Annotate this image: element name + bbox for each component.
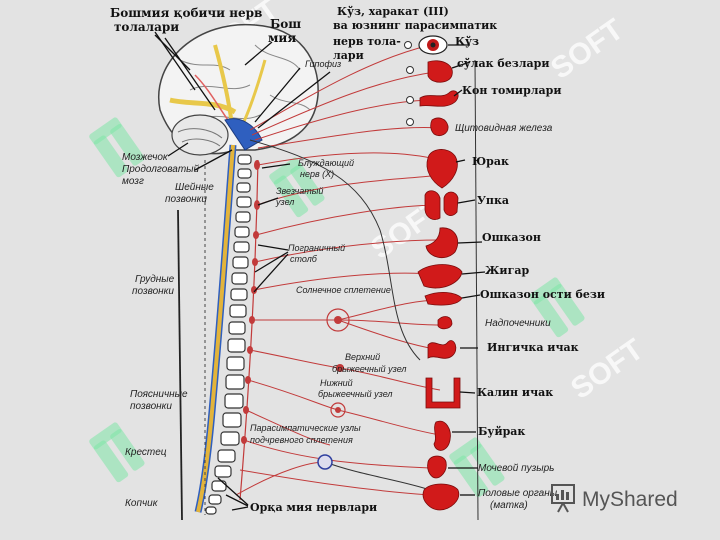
label-spinal-nerves: Орқа мия нервлари xyxy=(250,501,377,514)
kidney-icon xyxy=(433,420,451,451)
label-kidney: Буйрак xyxy=(478,425,525,438)
label-oculomotor-4: лари xyxy=(333,49,364,62)
pelvic-plexus-node xyxy=(317,454,333,470)
pancreas-icon xyxy=(424,292,463,306)
label-cerebellum: Мозжечок xyxy=(122,152,169,163)
stomach-icon xyxy=(425,227,459,259)
label-oculomotor-2: ва юзнинг парасимпатик xyxy=(333,19,497,32)
logo-text: MyShared xyxy=(582,488,678,511)
leader-lines xyxy=(154,31,486,511)
label-sacrum: Крестец xyxy=(125,447,167,458)
label-cervical-2: позвонки xyxy=(165,194,207,205)
large-intestine-icon xyxy=(425,377,461,409)
label-heart: Юрак xyxy=(472,155,509,168)
label-bladder: Мочевой пузырь xyxy=(478,463,554,474)
body-outline xyxy=(177,59,479,521)
watermark-text-2: SOFT xyxy=(545,13,629,86)
label-adrenal: Надпочечники xyxy=(485,318,551,329)
label-oculomotor-3: нерв тола- xyxy=(333,35,401,48)
blood-vessels-icon xyxy=(419,90,459,107)
label-brain-1: Бош xyxy=(270,17,301,31)
label-vessels: Кон томирлари xyxy=(462,84,562,97)
vertebral-column xyxy=(204,154,252,515)
label-vagus-1: Блуждающий xyxy=(298,158,354,168)
label-salivary: сўлак безлари xyxy=(457,57,550,70)
label-lumbar-1: Поясничные xyxy=(130,389,188,400)
label-eye: Кўз xyxy=(455,35,479,48)
label-hypophysis: Гипофиз xyxy=(305,59,341,69)
label-upper-mesenteric-2: брыжеечный узел xyxy=(332,364,407,374)
liver-icon xyxy=(417,264,463,289)
upper-mesenteric-node xyxy=(336,364,344,372)
label-lower-mesenteric-2: брыжеечный узел xyxy=(318,389,393,399)
label-cervical-1: Шейные xyxy=(175,182,214,193)
anatomy-labels: Бошмия қобичи нерв толалари Бош мия Гипо… xyxy=(110,5,497,514)
label-cranial-nerves-1: Бошмия қобичи нерв xyxy=(110,6,262,20)
presentation-icon xyxy=(551,484,575,513)
solar-plexus-node xyxy=(326,308,350,332)
genitals-icon xyxy=(422,483,460,511)
watermark-logo-5 xyxy=(449,437,505,498)
brain-illustration xyxy=(158,23,319,156)
organs xyxy=(417,35,463,511)
bladder-icon xyxy=(427,455,447,479)
label-liver: Жигар xyxy=(485,264,529,277)
myshared-logo: MyShared xyxy=(551,484,678,513)
label-brain-2: мия xyxy=(268,31,296,45)
label-vagus-2: нерв (X) xyxy=(300,169,334,179)
salivary-gland-icon xyxy=(427,60,453,83)
label-small-intestine: Ингичка ичак xyxy=(487,341,579,354)
spinal-cord xyxy=(194,144,237,513)
label-stellate-1: Звезчатый xyxy=(276,186,323,196)
lower-mesenteric-node xyxy=(330,402,346,418)
eye-icon xyxy=(418,35,448,55)
adrenal-icon xyxy=(437,316,453,330)
label-genitals-1: Половые органы xyxy=(478,488,558,499)
label-upper-mesenteric-1: Верхний xyxy=(345,352,380,362)
label-thoracic-2: позвонки xyxy=(132,286,174,297)
label-lung: Упка xyxy=(477,194,509,207)
label-medulla-2: мозг xyxy=(122,176,144,187)
watermark-logo-1 xyxy=(89,117,145,178)
lung-icon xyxy=(424,190,459,220)
plexus-nodes xyxy=(317,41,414,470)
label-pelvic-ganglia-1: Парасимпатические узлы xyxy=(250,423,361,433)
label-stomach: Ошказон xyxy=(482,231,541,244)
label-cranial-nerves-2: толалари xyxy=(114,20,179,34)
label-oculomotor-1: Кўз, харакат (III) xyxy=(337,5,449,18)
watermark-logo-2 xyxy=(269,157,325,218)
label-solar-plexus: Солнечное сплетение xyxy=(296,285,391,295)
label-sympathetic-trunk-1: Пограничный xyxy=(288,243,345,253)
label-pancreas: Ошказон ости бези xyxy=(480,288,605,301)
label-medulla-1: Продолговатый xyxy=(122,164,200,175)
thyroid-icon xyxy=(430,117,449,136)
label-stellate-2: узел xyxy=(275,197,294,207)
watermark-logo-4 xyxy=(89,422,145,483)
label-thyroid: Щитовидная железа xyxy=(455,123,553,134)
heart-icon xyxy=(426,149,458,189)
label-pelvic-ganglia-2: подчревного сплетения xyxy=(250,435,353,445)
label-coccyx: Копчик xyxy=(125,498,159,509)
organ-labels: Кўз сўлак безлари Кон томирлари Щитовидн… xyxy=(455,35,605,511)
label-lower-mesenteric-1: Нижний xyxy=(320,378,353,388)
label-lumbar-2: позвонки xyxy=(130,401,172,412)
label-sympathetic-trunk-2: столб xyxy=(290,254,318,264)
watermark-logo-3 xyxy=(529,277,585,338)
small-intestine-icon xyxy=(427,340,457,359)
label-large-intestine: Калин ичак xyxy=(477,386,553,399)
label-genitals-2: (матка) xyxy=(490,500,528,511)
label-thoracic-1: Грудные xyxy=(135,274,175,285)
